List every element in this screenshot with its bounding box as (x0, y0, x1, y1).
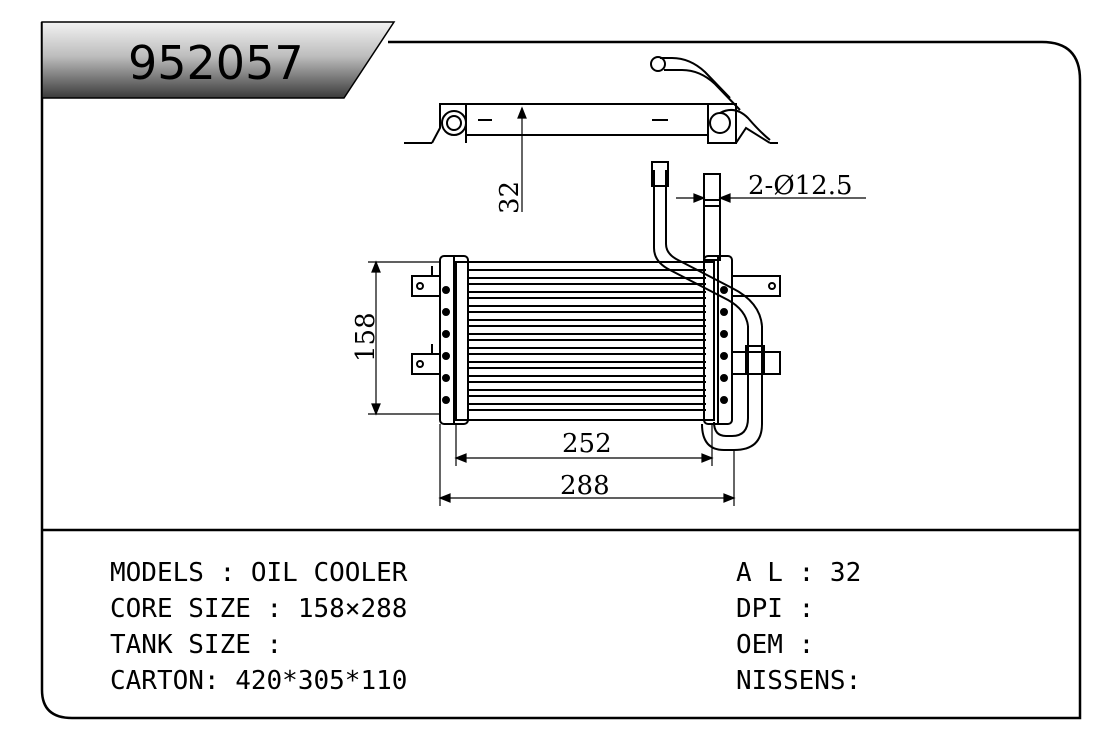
dimension-core-width (454, 424, 714, 466)
header-tab (41, 21, 396, 99)
dimension-pipe (676, 193, 866, 203)
dim-overall-width-label: 288 (560, 471, 610, 501)
dim-thickness-label: 32 (495, 181, 525, 214)
dimension-overall-width (438, 424, 736, 506)
spec-oem: OEM : (736, 630, 815, 660)
spec-core-size: CORE SIZE : 158×288 (110, 594, 408, 624)
part-number: 952057 (128, 36, 304, 90)
dim-core-width-label: 252 (562, 429, 612, 459)
spec-dpi: DPI : (736, 594, 815, 624)
spec-models: MODELS : OIL COOLER (110, 558, 408, 588)
dim-height-label: 158 (351, 312, 381, 362)
spec-tank-size: TANK SIZE : (110, 630, 283, 660)
dim-pipe-label: 2-Ø12.5 (748, 171, 853, 201)
spec-nissens: NISSENS: (736, 666, 862, 696)
spec-al: A L : 32 (736, 558, 862, 588)
frame-border (40, 22, 1082, 720)
spec-carton: CARTON: 420*305*110 (110, 666, 408, 696)
dimension-height (368, 260, 440, 416)
front-view (411, 161, 781, 451)
dimension-thickness (517, 106, 527, 212)
top-view (404, 56, 778, 144)
